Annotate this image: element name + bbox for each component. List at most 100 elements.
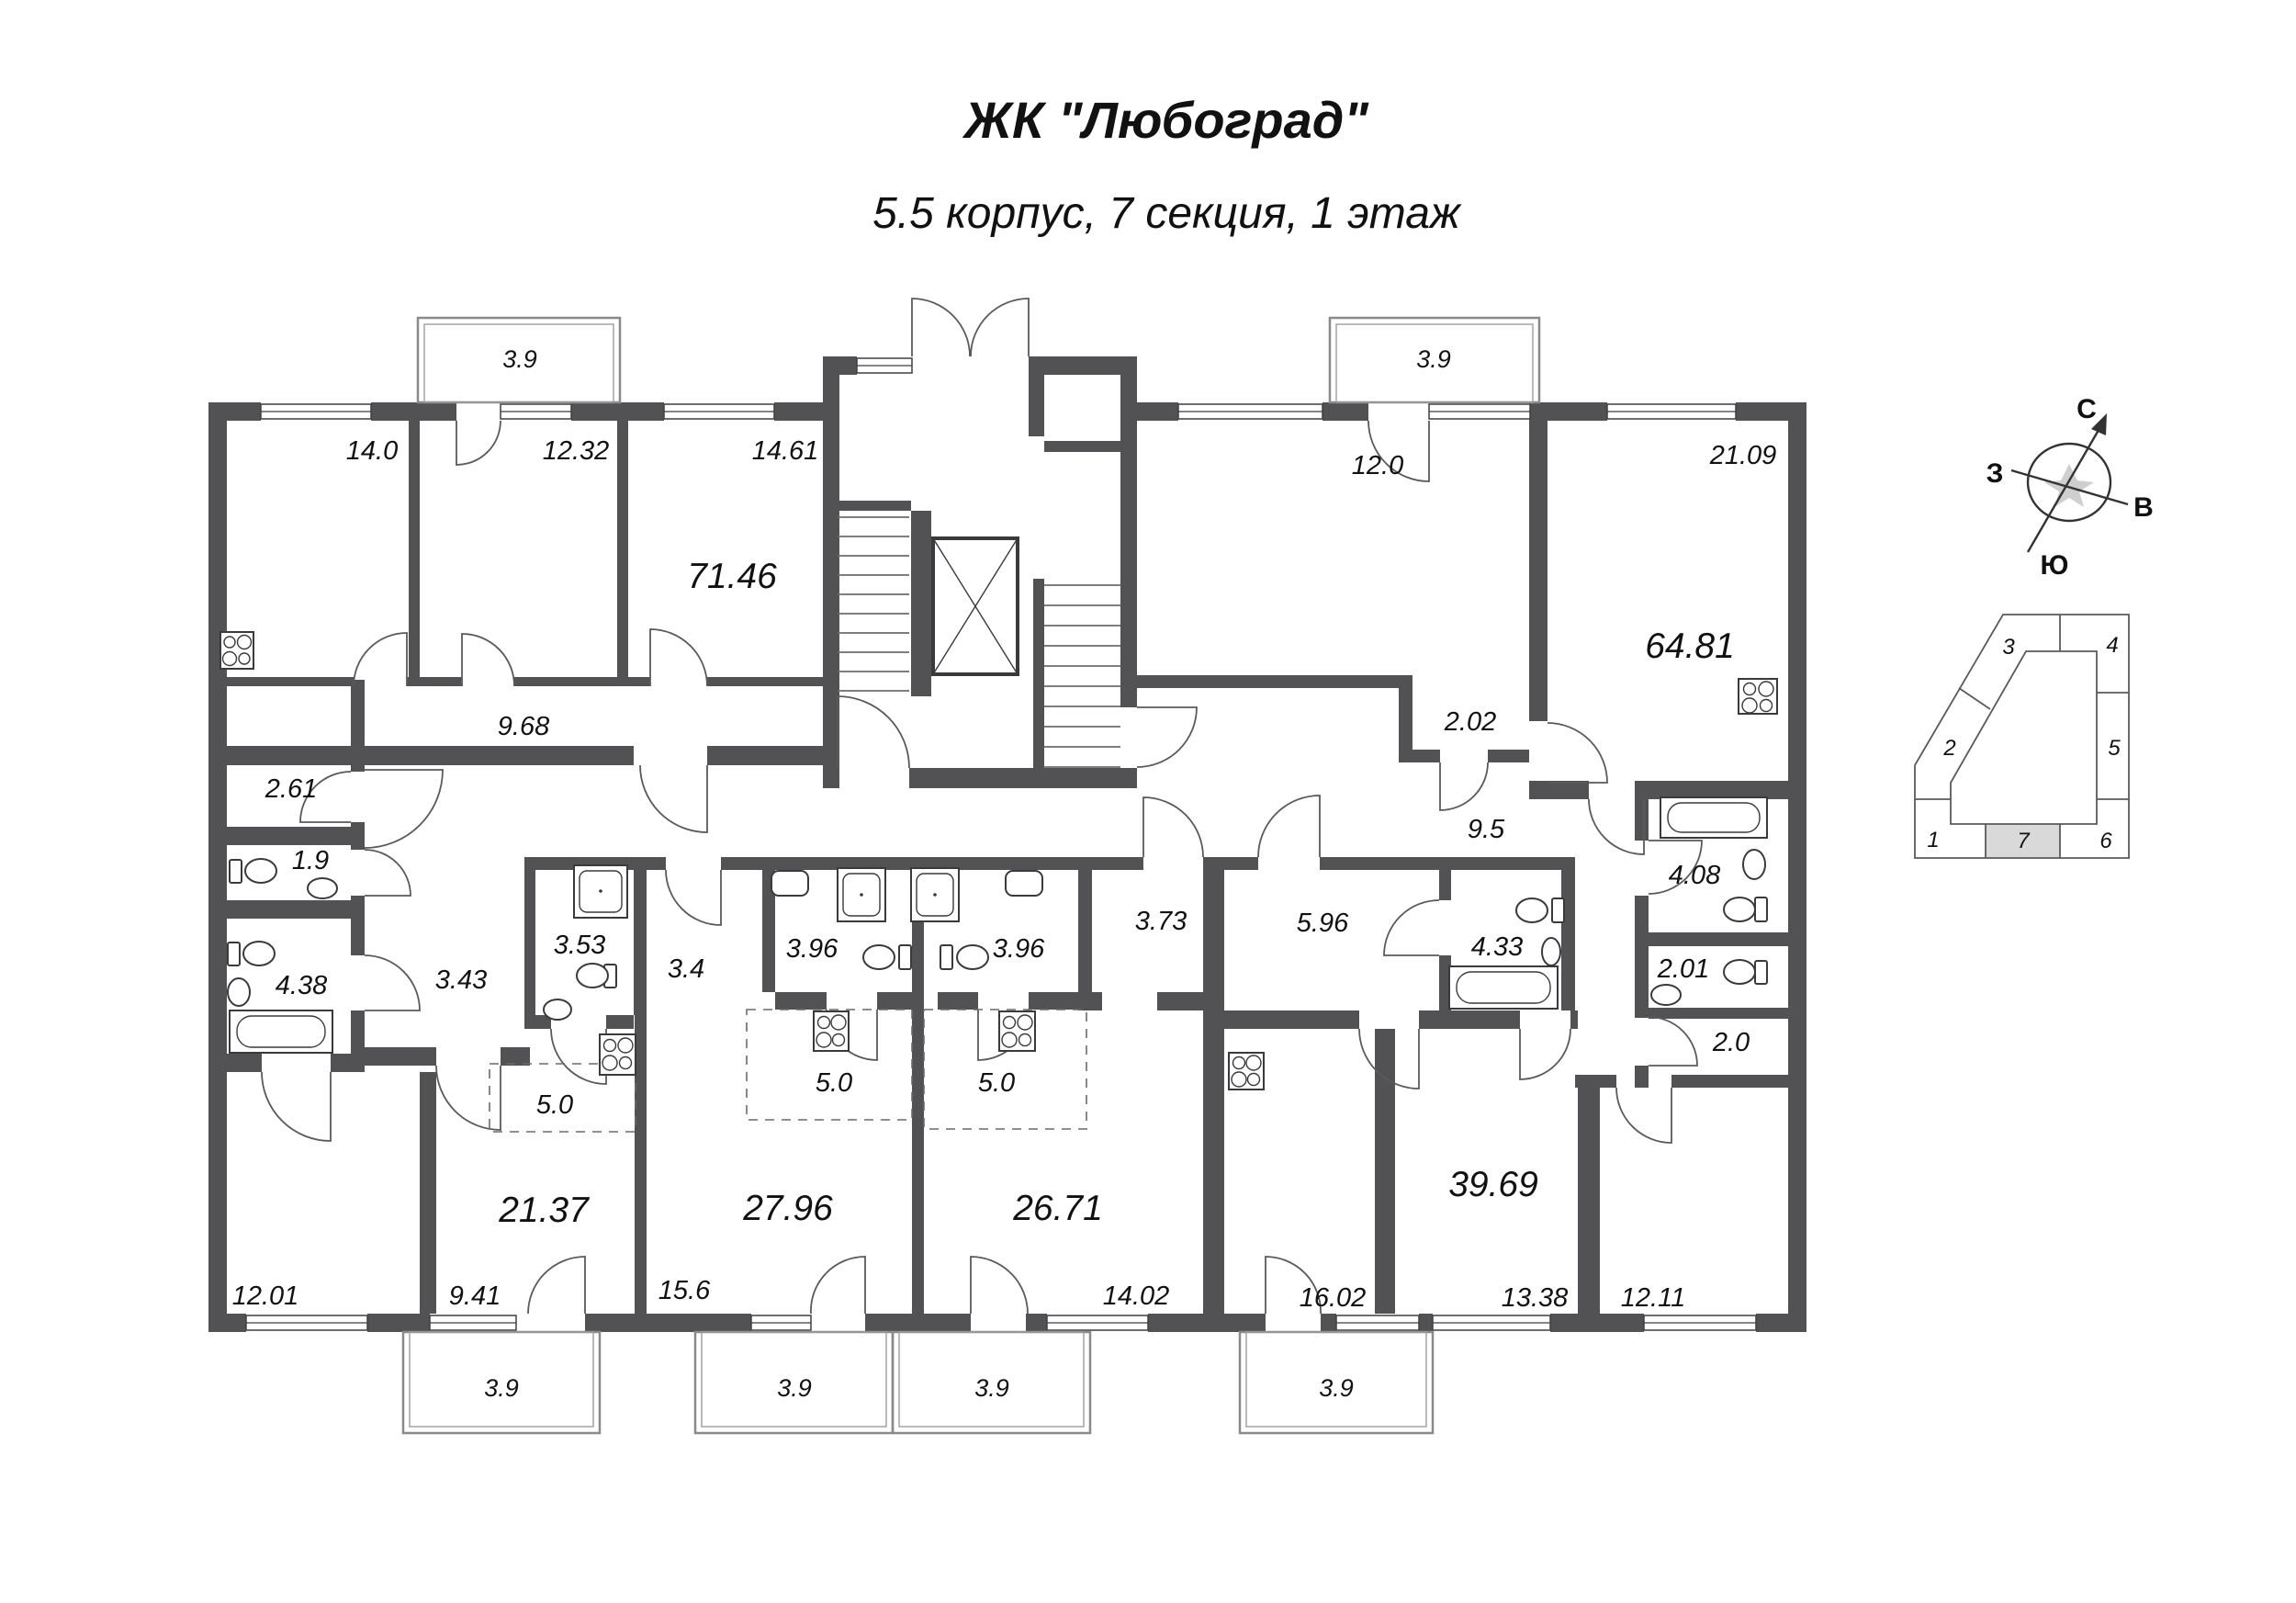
- bathtub-icon: [1660, 796, 1768, 839]
- bathtub-icon: [1448, 965, 1559, 1010]
- room-area-label: 15.6: [658, 1276, 711, 1305]
- key-plan-section-label: 3: [2002, 635, 2015, 660]
- key-plan: 1 2 3 4 5 6 7: [1914, 614, 2130, 859]
- stair-flight-right: [1044, 584, 1120, 768]
- stove-icon: [1228, 1052, 1265, 1090]
- room-area-label: 14.0: [346, 436, 398, 466]
- toilet-icon: [1723, 959, 1768, 985]
- room-area-label: 3.9: [502, 345, 537, 373]
- room-area-label: 4.33: [1471, 932, 1523, 962]
- room-area-label: 2.0: [1712, 1028, 1750, 1057]
- stair-flight-left: [838, 516, 909, 692]
- balcony-top-left: [416, 316, 622, 404]
- room-area-label: 3.53: [554, 931, 605, 960]
- compass: С Ю З В: [1986, 394, 2154, 581]
- room-area-label: 14.61: [752, 436, 819, 466]
- sink-icon: [227, 977, 251, 1007]
- key-plan-section-label: 5: [2108, 736, 2121, 761]
- room-area-label: 5.96: [1297, 909, 1349, 938]
- window: [245, 1315, 368, 1331]
- apartment-total-label: 64.81: [1645, 627, 1735, 666]
- walls-layer: [208, 356, 1806, 1332]
- apartment-total-label: 71.46: [687, 557, 777, 596]
- compass-needle-arrow: [2091, 413, 2107, 435]
- page-subtitle: 5.5 корпус, 7 секция, 1 этаж: [872, 189, 1462, 238]
- room-area-label: 13.38: [1502, 1283, 1569, 1313]
- room-area-label: 3.4: [668, 954, 704, 984]
- key-plan-section-label: 2: [1942, 736, 1955, 761]
- room-area-label: 14.02: [1103, 1281, 1170, 1311]
- window: [429, 1315, 517, 1331]
- key-plan-section-label: 1: [1927, 828, 1939, 852]
- stove-icon: [219, 631, 254, 670]
- window: [1432, 1315, 1551, 1331]
- window: [1606, 403, 1737, 420]
- windows-layer: [245, 357, 1757, 1331]
- room-area-label: 9.68: [498, 712, 549, 741]
- stove-icon: [599, 1033, 636, 1076]
- window: [750, 1315, 812, 1331]
- balconies-layer: [401, 316, 1541, 1435]
- balcony-bottom-3: [891, 1330, 1092, 1435]
- toilet-icon: [940, 944, 989, 970]
- sink-icon: [1742, 849, 1766, 880]
- apartment-total-label: 39.69: [1448, 1165, 1538, 1204]
- room-area-label: 9.41: [449, 1281, 501, 1311]
- shower-icon: [910, 867, 960, 922]
- room-area-label: 12.11: [1621, 1283, 1685, 1313]
- shower-icon: [837, 867, 886, 922]
- apartment-total-label: 26.71: [1012, 1189, 1103, 1228]
- room-area-label: 4.38: [276, 971, 327, 1000]
- stove-icon: [998, 1010, 1036, 1052]
- sink-icon: [1005, 870, 1043, 897]
- room-area-label: 3.96: [993, 934, 1045, 964]
- window: [663, 403, 775, 420]
- balcony-top-right: [1328, 316, 1541, 404]
- room-area-label: 2.01: [1657, 954, 1709, 984]
- stove-icon: [1738, 678, 1778, 715]
- compass-east-label: В: [2133, 492, 2154, 523]
- toilet-icon: [862, 944, 912, 970]
- window: [1643, 1315, 1757, 1331]
- room-area-label: 3.9: [777, 1374, 812, 1402]
- room-area-label: 1.9: [292, 846, 329, 875]
- balcony-bottom-4: [1238, 1330, 1435, 1435]
- labels-layer: 3.9 14.0 12.32 14.61 71.46 3.9 12.0 21.0…: [232, 345, 1777, 1402]
- stove-icon: [813, 1010, 850, 1052]
- room-area-label: 4.08: [1669, 861, 1720, 890]
- kitchen-area-label: 5.0: [816, 1068, 852, 1098]
- compass-north-label: С: [2077, 394, 2097, 424]
- room-area-label: 16.02: [1300, 1283, 1367, 1313]
- kitchen-zones: [489, 1009, 1087, 1133]
- room-area-label: 3.96: [786, 934, 838, 964]
- key-plan-active-section: [1986, 824, 2060, 858]
- room-area-label: 2.02: [1444, 707, 1496, 737]
- key-plan-section-label: 6: [2099, 829, 2112, 853]
- room-area-label: 3.73: [1135, 907, 1187, 936]
- compass-west-label: З: [1986, 458, 2004, 489]
- kitchen-area-label: 5.0: [536, 1090, 573, 1120]
- elevator: [931, 536, 1019, 676]
- sink-icon: [1650, 984, 1682, 1006]
- compass-star: [2044, 464, 2094, 507]
- room-area-label: 12.0: [1352, 451, 1403, 480]
- doors-layer: [261, 298, 1703, 1315]
- window: [500, 403, 572, 420]
- room-area-label: 9.5: [1468, 815, 1505, 844]
- window: [1046, 1315, 1149, 1331]
- room-area-label: 3.9: [974, 1374, 1009, 1402]
- page-title: ЖК "Любоград": [962, 91, 1369, 149]
- window: [260, 403, 372, 420]
- key-plan-section-label: 7: [2017, 829, 2031, 853]
- window: [1177, 403, 1323, 420]
- stairs-elevator: [838, 516, 1120, 768]
- sink-icon: [307, 877, 338, 899]
- sink-icon: [1541, 937, 1561, 966]
- room-area-label: 21.09: [1709, 441, 1777, 470]
- room-area-label: 2.61: [264, 774, 317, 804]
- balcony-bottom-1: [401, 1330, 602, 1435]
- toilet-icon: [229, 858, 277, 884]
- room-area-label: 3.9: [1319, 1374, 1354, 1402]
- toilet-icon: [227, 941, 276, 966]
